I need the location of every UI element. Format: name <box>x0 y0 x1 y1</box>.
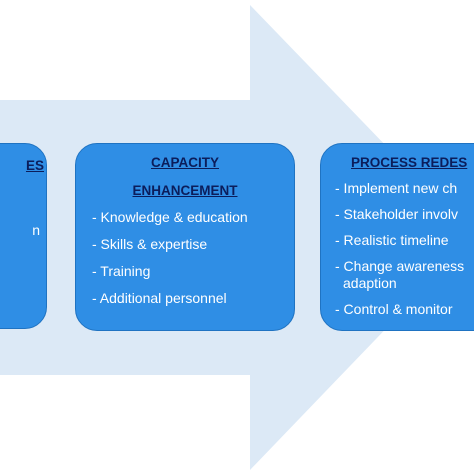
capacity-enhancement-box: CAPACITY ENHANCEMENT - Knowledge & educa… <box>75 143 295 331</box>
process-item: - Change awareness <box>335 258 465 274</box>
capacity-item: - Skills & expertise <box>92 236 208 252</box>
process-item: - Realistic timeline <box>335 232 449 248</box>
left-step-box: ES n <box>0 143 47 329</box>
process-item-continued: adaption <box>343 275 397 291</box>
capacity-title-line2: ENHANCEMENT <box>132 183 238 198</box>
capacity-items-list: - Knowledge & education - Skills & exper… <box>76 209 294 307</box>
process-item: - Implement new ch <box>335 180 458 196</box>
process-title: PROCESS REDES <box>351 155 468 170</box>
capacity-item: - Training <box>92 263 151 279</box>
capacity-item: - Knowledge & education <box>92 209 248 225</box>
process-redesign-box: PROCESS REDES - Implement new ch - Stake… <box>320 143 474 331</box>
left-step-text: n <box>32 222 40 238</box>
left-step-title: ES <box>25 158 44 173</box>
process-items-list: - Implement new ch - Stakeholder involv … <box>335 180 464 327</box>
process-item: - Stakeholder involv <box>335 206 458 222</box>
process-item: - Control & monitor <box>335 301 453 317</box>
capacity-item: - Additional personnel <box>92 290 227 306</box>
capacity-title-line1: CAPACITY <box>150 155 219 170</box>
